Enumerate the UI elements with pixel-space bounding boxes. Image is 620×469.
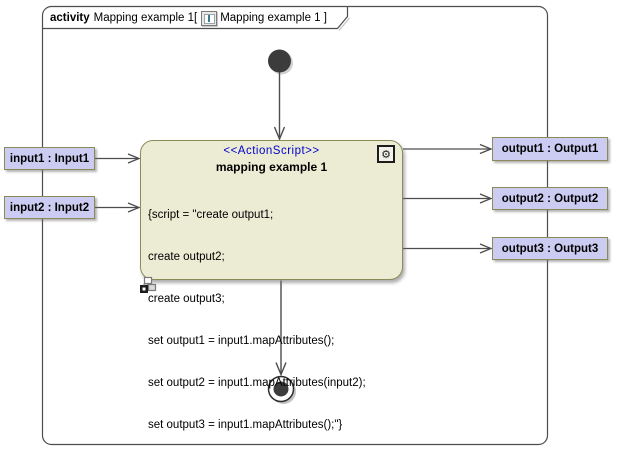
input-pin-input1[interactable]: input1 : Input1 [4, 147, 95, 170]
activity-diagram-icon [201, 10, 218, 26]
flow-action-to-output3[interactable] [403, 243, 493, 254]
output-pin-output3[interactable]: output3 : Output3 [492, 237, 608, 260]
script-line: create output2; [148, 251, 225, 263]
script-line: create output3; [148, 293, 225, 305]
frame-diagram-ref: Mapping example 1 ] [220, 12, 327, 24]
pin-label: output3 : Output3 [501, 242, 599, 255]
pin-label: output1 : Output1 [501, 143, 599, 155]
frame-activity-name: Mapping example 1[ [93, 12, 198, 24]
initial-node[interactable] [268, 49, 293, 75]
output-pin-output1[interactable]: output1 : Output1 [492, 137, 608, 161]
input-pin-input2[interactable]: input2 : Input2 [4, 196, 95, 219]
frame-title-tab[interactable] [42, 6, 349, 30]
pin-label: input2 : Input2 [9, 201, 90, 214]
flow-input1-to-action[interactable] [95, 153, 141, 164]
gear-icon[interactable]: ⚙ [377, 145, 395, 163]
script-line: {script = "create output1; [148, 209, 274, 221]
flow-action-to-output1[interactable] [403, 143, 493, 155]
flow-input2-to-action[interactable] [95, 202, 141, 213]
script-line: set output2 = input1.mapAttributes(input… [148, 377, 366, 389]
frame-keyword: activity [50, 12, 90, 24]
flow-action-to-output2[interactable] [403, 193, 493, 204]
final-node[interactable] [267, 375, 297, 405]
action-node-mapping-example-1[interactable]: <<ActionScript>> mapping example 1 {scri… [140, 140, 403, 431]
control-flow-action-to-final[interactable] [275, 280, 287, 377]
action-name: mapping example 1 [215, 160, 328, 174]
structured-node-icon [140, 276, 157, 293]
control-flow-initial-to-action[interactable] [273, 72, 286, 141]
tab-shadow [338, 17, 350, 31]
action-stereotype: <<ActionScript>> [223, 145, 320, 157]
script-line: set output1 = input1.mapAttributes(); [148, 335, 335, 347]
frame-title[interactable]: activity Mapping example 1[ Mapping exam… [50, 9, 327, 27]
pin-label: input1 : Input1 [9, 152, 90, 165]
pin-label: output2 : Output2 [501, 192, 599, 205]
output-pin-output2[interactable]: output2 : Output2 [492, 187, 608, 210]
script-line: set output3 = input1.mapAttributes();"} [148, 419, 343, 431]
action-script-body: {script = "create output1; create output… [141, 180, 402, 460]
